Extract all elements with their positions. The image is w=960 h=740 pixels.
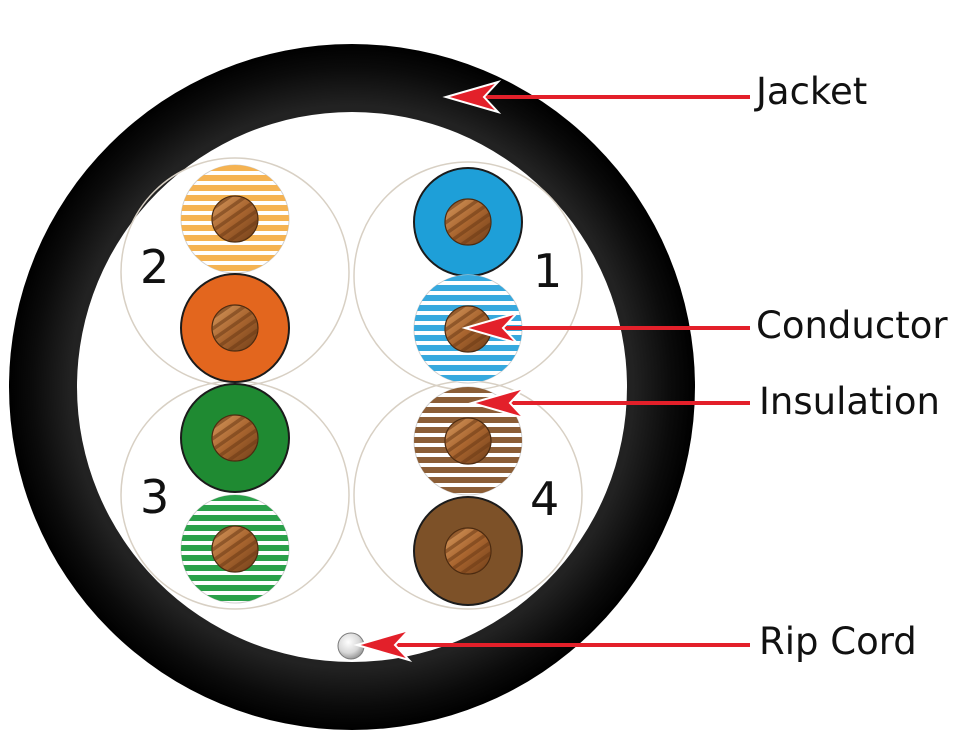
insulation-label: Insulation [759,380,940,423]
rip-cord-label: Rip Cord [759,620,917,663]
rip-cord-arrow [353,628,750,662]
wire-pair-1-solid [413,167,523,277]
pair-number-3: 3 [140,470,169,524]
conductor-arrow [461,311,750,345]
pair-number-1: 1 [533,244,562,298]
conductor-label: Conductor [756,304,948,347]
pair-number-4: 4 [530,472,559,526]
wire-pair-4-solid [413,496,523,606]
wire-pair-2-solid [180,273,290,383]
insulation-arrow [468,386,750,420]
wire-pair-3-solid [180,383,290,493]
wire-pair-2-stripe [180,164,290,274]
jacket-arrow [442,80,750,114]
pair-number-2: 2 [140,240,169,294]
wire-pair-4-stripe [413,386,523,496]
jacket-label: Jacket [754,70,867,113]
wire-pair-3-stripe [180,494,290,604]
